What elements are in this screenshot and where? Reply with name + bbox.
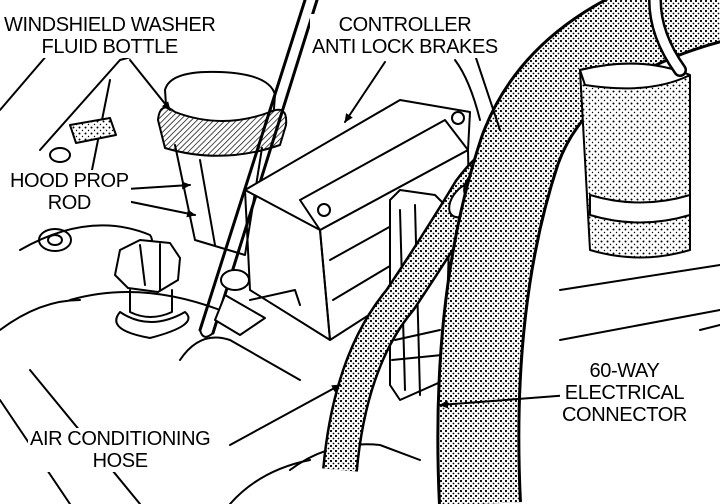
ac-hose-leader	[229, 384, 341, 446]
controller-label: CONTROLLER ANTI LOCK BRAKES	[310, 14, 500, 58]
washer-bottle-label-line1: WINDSHIELD WASHER	[4, 14, 216, 36]
connector-label-line3: CONNECTOR	[562, 404, 687, 426]
controller-label-line2: ANTI LOCK BRAKES	[312, 36, 498, 58]
ac-hose-label: AIR CONDITIONING HOSE	[28, 428, 213, 472]
hood-prop-label-line2: ROD	[47, 192, 92, 214]
connector-label: 60-WAY ELECTRICAL CONNECTOR	[560, 360, 689, 426]
hood-prop-label-line1: HOOD PROP	[10, 170, 129, 192]
washer-bottle-label: WINDSHIELD WASHER FLUID BOTTLE	[2, 14, 218, 58]
controller-label-line1: CONTROLLER	[338, 14, 472, 36]
hex-bolt	[114, 239, 190, 339]
washer-bottle-leader	[129, 59, 171, 111]
controller-leader	[344, 61, 386, 123]
connector-leader	[439, 394, 571, 409]
connector-label-line2: ELECTRICAL	[564, 382, 685, 404]
washer-fluid-bottle	[157, 70, 288, 256]
canister	[579, 0, 691, 259]
mounting-bolt-left	[38, 228, 72, 252]
ac-hose-label-line2: HOSE	[92, 450, 148, 472]
washer-bottle-label-line2: FLUID BOTTLE	[41, 36, 179, 58]
ac-hose-label-line1: AIR CONDITIONING	[30, 428, 211, 450]
hood-prop-label: HOOD PROP ROD	[8, 170, 131, 214]
hood-prop-rod	[198, 0, 307, 332]
connector-label-line1: 60-WAY	[589, 360, 660, 382]
